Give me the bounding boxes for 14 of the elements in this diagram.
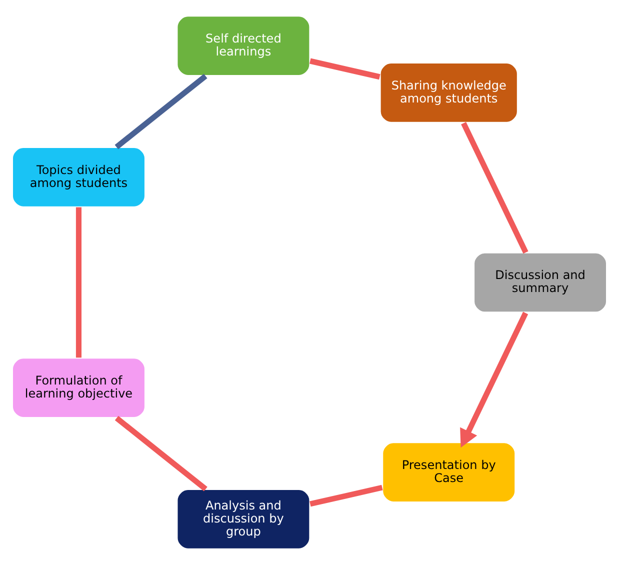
connector: [76, 207, 82, 358]
node-box: Analysis and discussion by group: [176, 488, 312, 550]
connector: [461, 122, 528, 254]
arrow: [460, 312, 528, 448]
connector: [310, 484, 383, 507]
connector: [310, 58, 380, 80]
node-box: Topics divided among students: [11, 146, 146, 208]
node-box: Sharing knowledge among students: [378, 62, 519, 124]
node-box: Formulation of learning objective: [11, 356, 146, 419]
connector: [114, 416, 208, 492]
node-box: Presentation by Case: [381, 441, 516, 504]
connector: [114, 74, 208, 150]
node-box: Discussion and summary: [472, 251, 608, 314]
node-box: Self directed learnings: [176, 14, 312, 77]
